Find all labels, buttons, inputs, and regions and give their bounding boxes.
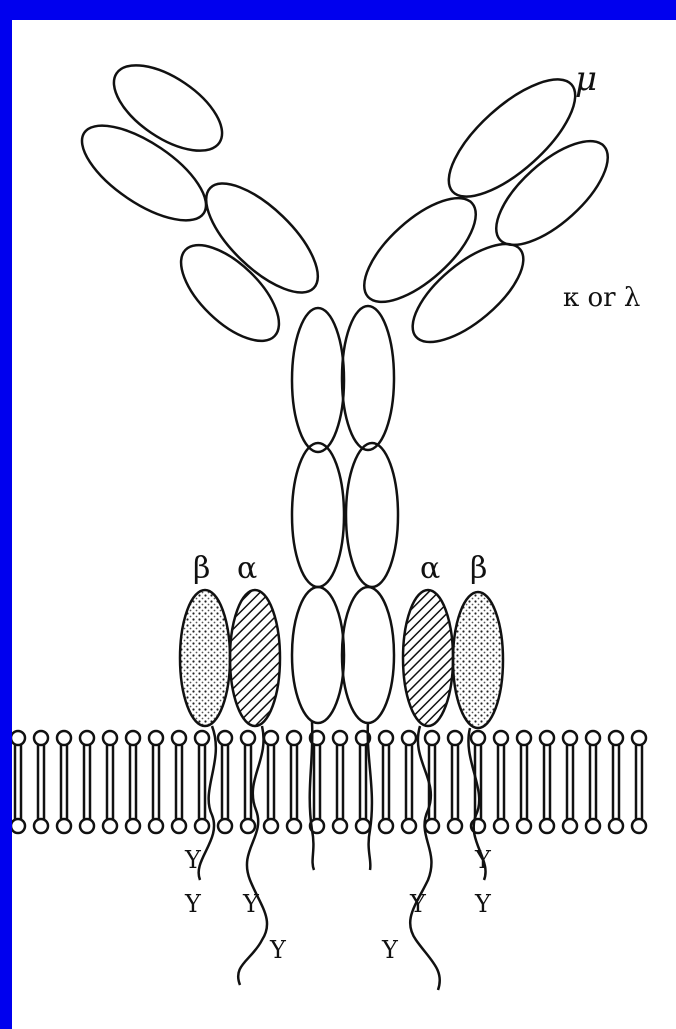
phospholipid-head (402, 731, 416, 745)
phospholipid-head (172, 731, 186, 745)
phospholipid-head (126, 819, 140, 833)
phospholipid-head (12, 819, 25, 833)
phospholipid-head (195, 819, 209, 833)
constant-domain-right-1 (342, 306, 394, 450)
constant-domain-right-3 (342, 587, 394, 723)
ig-beta-left-tail (199, 726, 216, 880)
diagram-panel: μ κ or λ β α α β Y Y Y Y Y Y Y Y (12, 20, 676, 1029)
itam-tyrosine: Y (269, 936, 287, 964)
phospholipid-head (149, 819, 163, 833)
itam-tyrosine: Y (184, 846, 202, 874)
phospholipid-head (494, 819, 508, 833)
phospholipid-head (586, 731, 600, 745)
phospholipid-head (57, 731, 71, 745)
phospholipid-head (609, 819, 623, 833)
phospholipid-head (57, 819, 71, 833)
phospholipid-head (356, 819, 370, 833)
ig-alpha-left-tail (238, 726, 267, 985)
phospholipid-head (425, 819, 439, 833)
label-mu: μ (575, 59, 597, 99)
heavy-chain-domain-left-2 (189, 166, 334, 309)
ig-alpha-right (403, 590, 453, 726)
phospholipid-head (448, 731, 462, 745)
phospholipid-head (563, 819, 577, 833)
phospholipid-head (218, 819, 232, 833)
lipid-bilayer (12, 731, 646, 833)
phospholipid-head (34, 731, 48, 745)
constant-domain-left-1 (292, 308, 344, 452)
label-beta-right: β (470, 551, 487, 586)
phospholipid-head (80, 819, 94, 833)
phospholipid-head (632, 819, 646, 833)
constant-domain-left-2 (292, 443, 344, 587)
phospholipid-head (241, 819, 255, 833)
label-alpha-right: α (420, 551, 440, 586)
phospholipid-head (149, 731, 163, 745)
itam-tyrosine: Y (474, 846, 492, 874)
phospholipid-head (425, 731, 439, 745)
phospholipid-head (609, 731, 623, 745)
ig-beta-left (180, 590, 230, 726)
phospholipid-head (34, 819, 48, 833)
phospholipid-head (494, 731, 508, 745)
phospholipid-head (540, 731, 554, 745)
heavy-chain-domain-left-1 (100, 48, 236, 167)
constant-domain-right-2 (346, 443, 398, 587)
itam-tyrosine: Y (381, 936, 399, 964)
phospholipid-head (379, 819, 393, 833)
phospholipid-head (195, 731, 209, 745)
phospholipid-head (12, 731, 25, 745)
phospholipid-head (218, 731, 232, 745)
phospholipid-head (540, 819, 554, 833)
phospholipid-head (471, 731, 485, 745)
label-beta-left: β (193, 551, 210, 586)
phospholipid-head (126, 731, 140, 745)
phospholipid-head (264, 819, 278, 833)
phospholipid-head (172, 819, 186, 833)
phospholipid-head (333, 819, 347, 833)
phospholipid-head (563, 731, 577, 745)
ig-beta-right (453, 592, 503, 728)
phospholipid-head (103, 731, 117, 745)
phospholipid-head (379, 731, 393, 745)
phospholipid-head (632, 731, 646, 745)
label-alpha-left: α (237, 551, 257, 586)
itam-tyrosine: Y (474, 890, 492, 918)
phospholipid-head (586, 819, 600, 833)
phospholipid-head (287, 819, 301, 833)
phospholipid-head (402, 819, 416, 833)
phospholipid-head (241, 731, 255, 745)
phospholipid-head (103, 819, 117, 833)
itam-tyrosine: Y (409, 890, 427, 918)
phospholipid-head (448, 819, 462, 833)
membrane-igm (68, 48, 625, 870)
itam-tyrosine: Y (184, 890, 202, 918)
heavy-chain-tail-right (368, 722, 372, 870)
itam-tyrosine: Y (242, 890, 260, 918)
light-chain-domain-right-2 (397, 227, 538, 359)
phospholipid-head (80, 731, 94, 745)
phospholipid-head (264, 731, 278, 745)
label-kappa-lambda: κ or λ (563, 283, 640, 313)
ig-alpha-left (230, 590, 280, 726)
phospholipid-head (287, 731, 301, 745)
phospholipid-head (517, 731, 531, 745)
phospholipid-head (517, 819, 531, 833)
bcr-diagram: μ κ or λ β α α β Y Y Y Y Y Y Y Y (12, 20, 676, 1029)
constant-domain-left-3 (292, 587, 344, 723)
heavy-chain-domain-right-2 (348, 181, 492, 319)
phospholipid-head (333, 731, 347, 745)
